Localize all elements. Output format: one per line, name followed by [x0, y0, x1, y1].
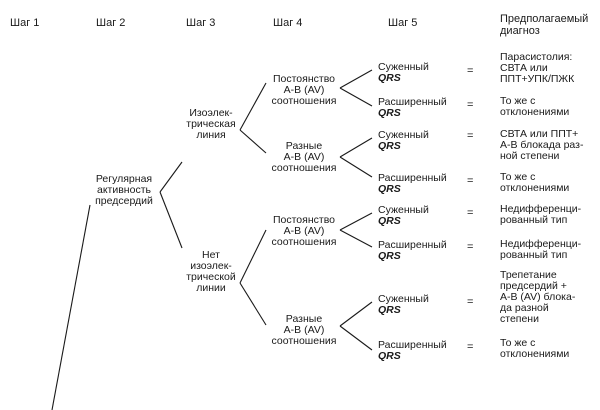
header-step-5: Шаг 5: [388, 17, 418, 29]
connector-step1-to-step2: [51, 204, 91, 410]
equals-sign-8: =: [467, 341, 474, 353]
step4-varying-av-ratio-2: Разные A-B (AV) соотношения: [271, 313, 337, 347]
step3-no-isoelectric-line: Нет изоэлек- трической линии: [186, 249, 236, 294]
equals-sign-4: =: [467, 175, 474, 187]
header-step-2: Шаг 2: [96, 17, 126, 29]
connector-fork-3: [339, 212, 373, 248]
step4-varying-av-ratio-1: Разные A-B (AV) соотношения: [271, 140, 337, 174]
diagnosis-undifferentiated-1: Недифференци- рованный тип: [500, 203, 582, 226]
header-step-3: Шаг 3: [186, 17, 216, 29]
step4-constant-av-ratio-1: Постоянство A-B (AV) соотношения: [271, 73, 337, 107]
connector-step2-to-isoelectric: [159, 161, 183, 193]
step4-constant-av-ratio-2: Постоянство A-B (AV) соотношения: [271, 214, 337, 248]
diagnosis-same-with-deviations-3: То же с отклонениями: [500, 337, 570, 360]
connector-fork-4: [339, 301, 373, 351]
diagnosis-undifferentiated-2: Недифференци- рованный тип: [500, 238, 582, 261]
connector-isoelectric-to-varying: [239, 129, 267, 154]
step3-isoelectric-line: Изоэлек- трическая линия: [186, 107, 236, 141]
equals-sign-5: =: [467, 207, 474, 219]
diagnosis-svta-av-block: СВТА или ППТ+ А-В блокада раз- ной степе…: [500, 128, 584, 162]
equals-sign-6: =: [467, 241, 474, 253]
equals-sign-3: =: [467, 130, 474, 142]
diagnosis-same-with-deviations-2: То же с отклонениями: [500, 171, 570, 194]
header-diagnosis-line-2: диагноз: [500, 25, 540, 37]
equals-sign-7: =: [467, 296, 474, 308]
connector-no-isoelectric-to-constant: [239, 229, 267, 284]
header-step-4: Шаг 4: [273, 17, 303, 29]
header-step-1: Шаг 1: [10, 17, 40, 29]
connector-no-isoelectric-to-varying: [239, 282, 267, 326]
connector-isoelectric-to-constant: [239, 82, 267, 131]
step2-regular-atrial-activity: Регулярная активность предсердий: [95, 173, 153, 207]
diagnosis-atrial-flutter: Трепетание предсердий + А-В (AV) блока- …: [500, 269, 576, 325]
connector-fork-2: [339, 137, 373, 178]
diagnosis-parasystole: Парасистолия: СВТА или ППТ+УПК/ПЖК: [500, 51, 575, 85]
equals-sign-2: =: [467, 99, 474, 111]
connector-fork-1: [339, 69, 373, 107]
diagnosis-same-with-deviations-1: То же с отклонениями: [500, 95, 570, 118]
header-diagnosis-line-1: Предполагаемый: [500, 13, 589, 25]
connector-step2-to-no-isoelectric: [159, 191, 183, 249]
equals-sign-1: =: [467, 65, 474, 77]
